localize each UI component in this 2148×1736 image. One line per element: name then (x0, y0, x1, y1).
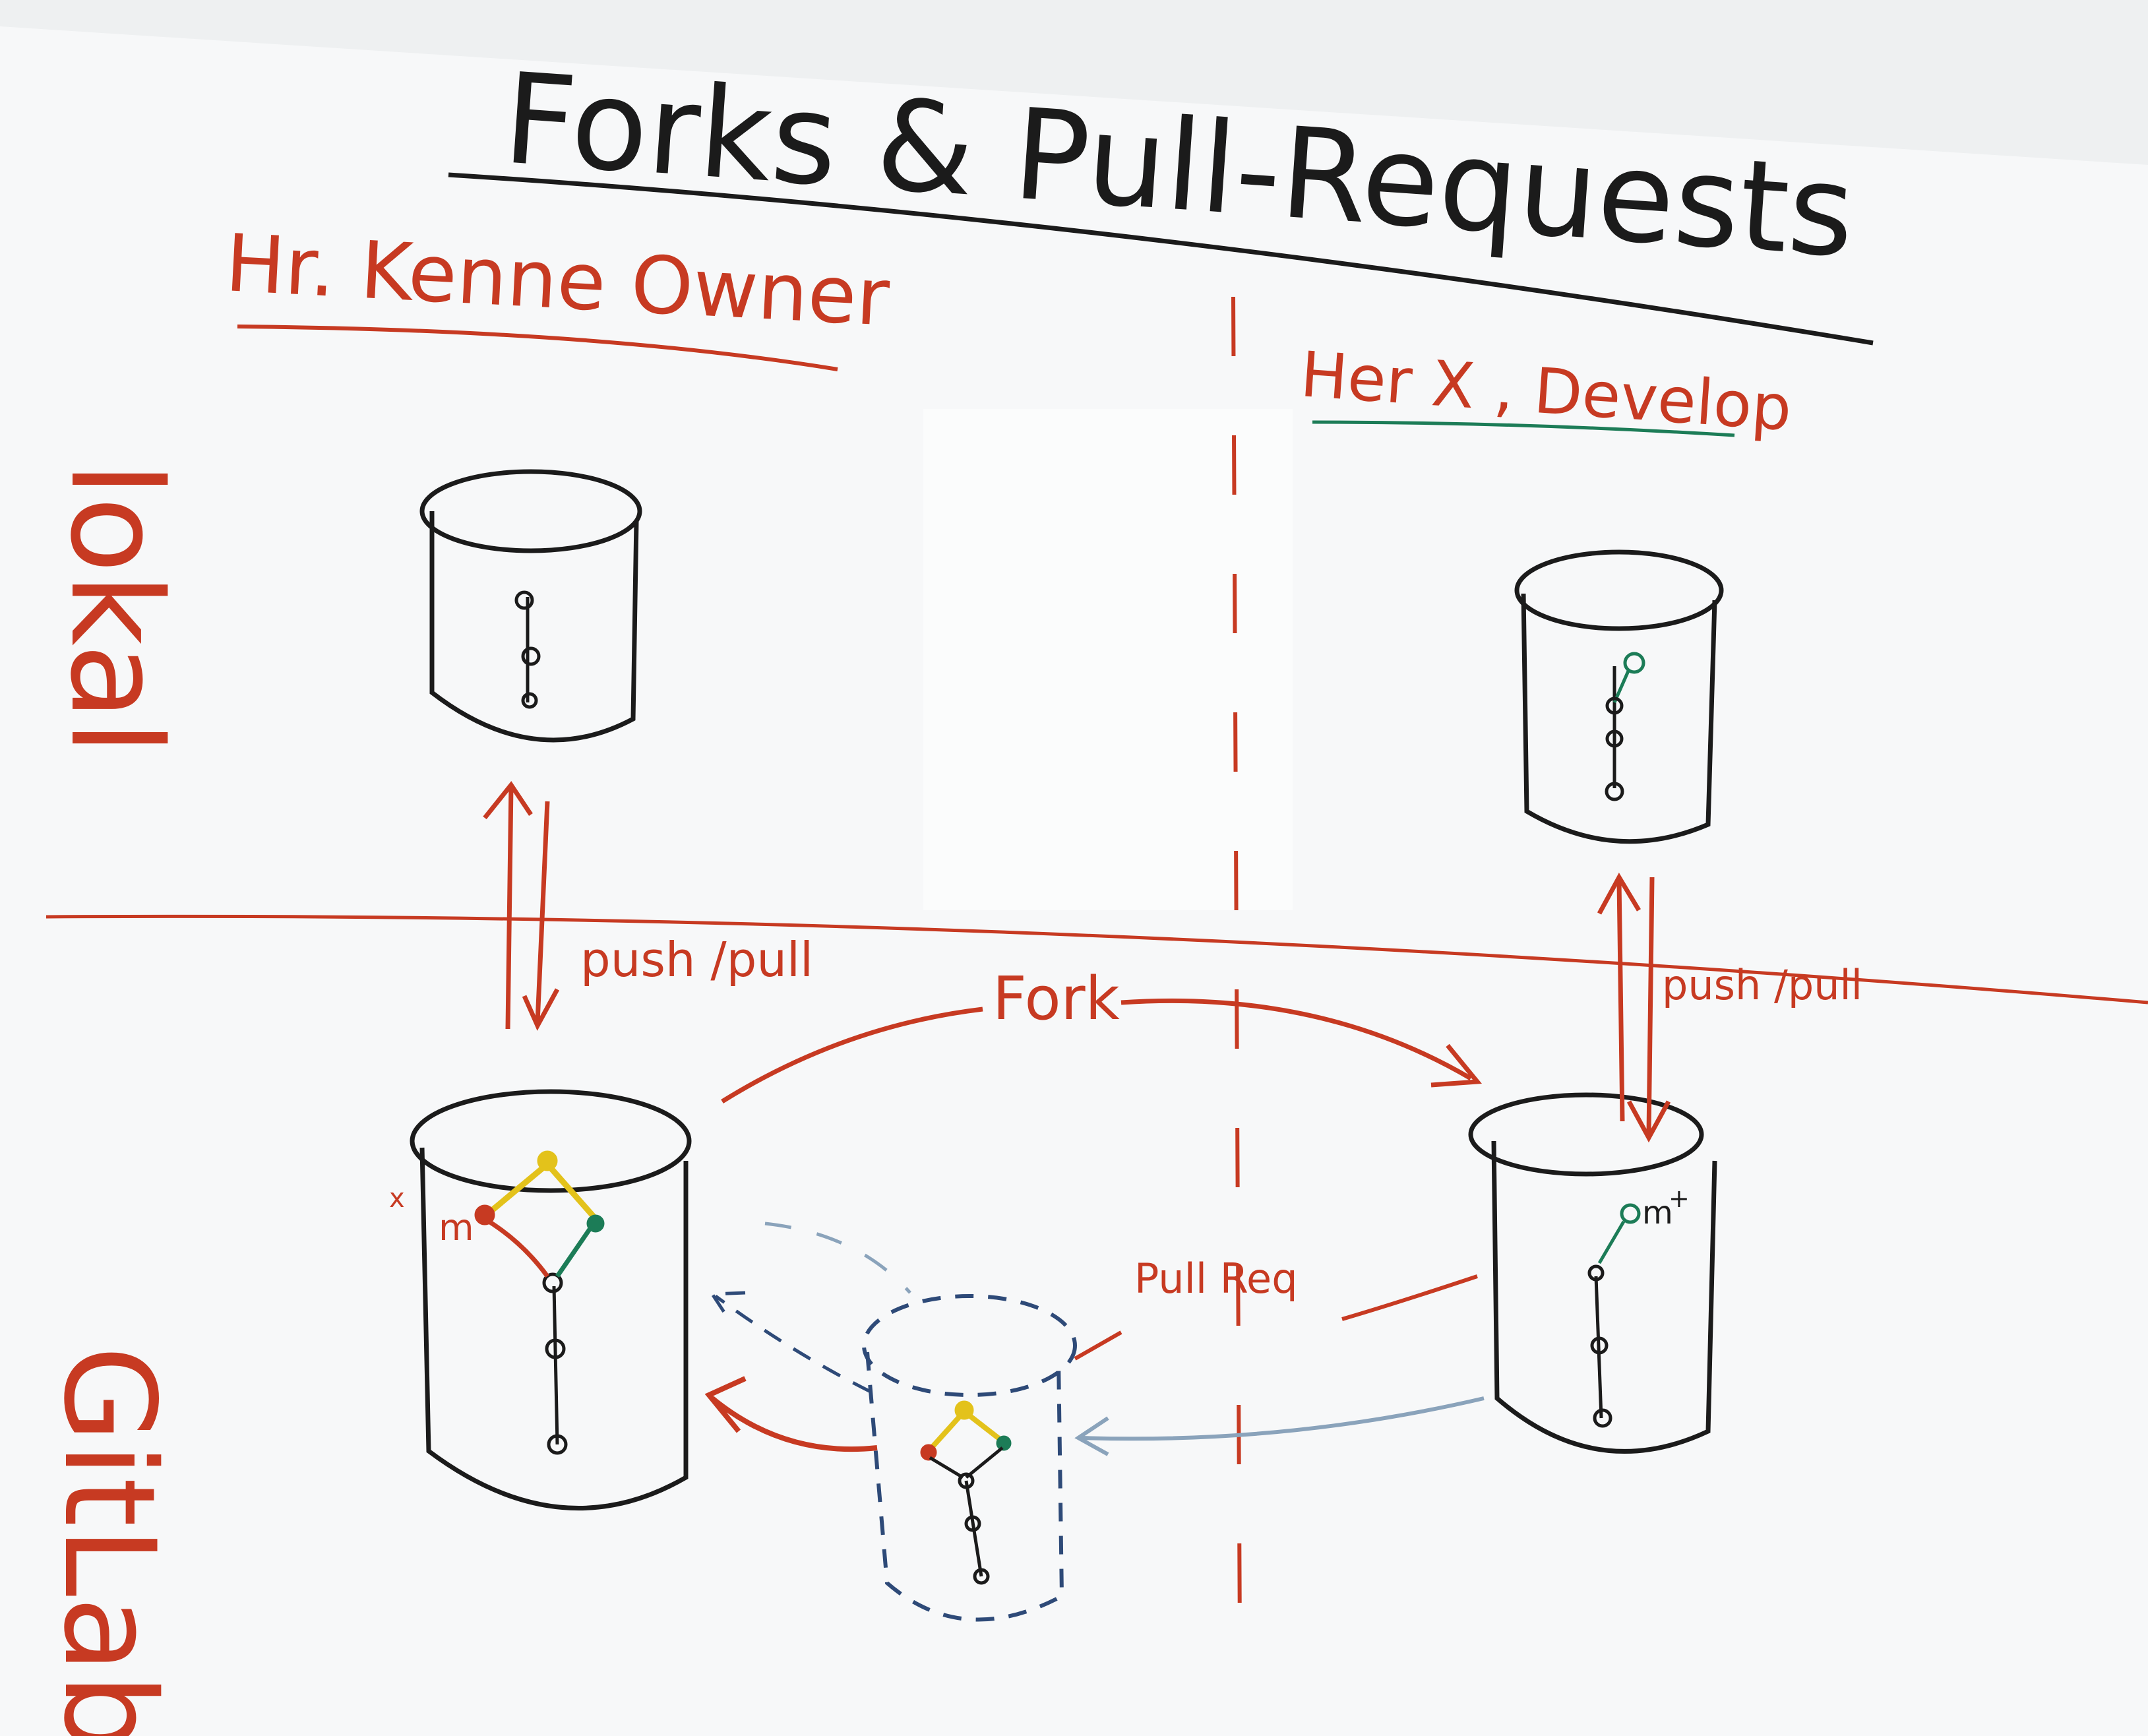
pull-request-commit (973, 1568, 990, 1585)
developer-pull-arrow (1626, 877, 1671, 1143)
pull-request-to-owner-arrow (704, 1376, 878, 1452)
pull-request-label: Pull Req (1134, 1255, 1298, 1303)
owner-sync-arrows (483, 781, 560, 1031)
owner-underline (237, 325, 838, 371)
owner-push-arrow (483, 781, 533, 1030)
developer-gitlab-repo (1468, 1092, 1717, 1454)
developer-gitlab-repo-top (1468, 1092, 1704, 1177)
developer-local-repo-sides (1521, 593, 1717, 844)
owner-gitlab-commit (547, 1434, 568, 1455)
developer-to-pull-request-arrow (1074, 1396, 1485, 1456)
owner-pull-arrow (522, 801, 560, 1031)
pull-request-green-commit (996, 1435, 1012, 1451)
owner-local-commit (521, 646, 541, 666)
horizontal-divider (46, 914, 2148, 1005)
developer-push-arrow (1597, 872, 1642, 1122)
owner-local-repo-sides (429, 511, 639, 743)
side-label-lokal: lokal (43, 462, 189, 755)
developer-local-repo (1514, 549, 1724, 844)
developer-gitlab-commit (1593, 1408, 1612, 1428)
owner-sync-label: push /pull (580, 932, 813, 987)
developer-gitlab-branch-suffix: + (1669, 1184, 1690, 1213)
owner-gitlab-commit-line (552, 1286, 559, 1445)
developer-local-commit-branch (1612, 668, 1631, 704)
owner-gitlab-green-branch (555, 1222, 596, 1278)
owner-gitlab-commit (545, 1338, 566, 1359)
pull-request-branch-join (929, 1446, 1004, 1479)
developer-gitlab-commit-branch (1597, 1220, 1626, 1264)
developer-sync-arrows (1597, 872, 1671, 1143)
pull-request-repo-sides (865, 1351, 1064, 1622)
pull-request-commit (958, 1472, 975, 1489)
owner-gitlab-green-commit (586, 1214, 605, 1233)
developer-gitlab-commit (1587, 1264, 1605, 1282)
owner-gitlab-repo-top (410, 1089, 692, 1193)
owner-gitlab-repo (410, 1089, 692, 1510)
developer-gitlab-repo-sides (1491, 1140, 1717, 1454)
developer-underline (1312, 420, 1735, 437)
board-glare (923, 409, 1293, 910)
developer-gitlab-commit-line (1594, 1276, 1603, 1419)
title-underline (448, 172, 1874, 346)
vertical-divider (1231, 296, 1242, 1643)
owner-gitlab-merge-commit (537, 1150, 558, 1171)
pull-request-red-commit (920, 1444, 937, 1461)
pull-request-commit (964, 1515, 981, 1532)
pull-request-arrows (704, 1222, 1485, 1456)
fork-arrow-head (1430, 1043, 1482, 1088)
owner-local-commit (521, 692, 538, 709)
developer-local-repo-top (1514, 549, 1724, 631)
fork-label: Fork (993, 964, 1120, 1034)
owner-to-pull-request-dashed-line (764, 1222, 911, 1294)
developer-sync-label: push /pull (1662, 961, 1862, 1009)
developer-local-commit (1605, 697, 1624, 715)
owner-gitlab-red-commit (474, 1204, 495, 1225)
pull-request-to-owner-dashed-arrow (709, 1291, 872, 1394)
side-label-gitlab: GitLab (36, 1346, 182, 1736)
owner-local-repo (419, 469, 642, 743)
owner-gitlab-branch-mark: m (439, 1206, 474, 1249)
pull-request-label-line (1074, 1330, 1122, 1361)
board-frame-top (0, 0, 2148, 165)
owner-local-repo-top (419, 469, 642, 553)
fork-arrow-right-curve (1120, 998, 1472, 1081)
fork-arrow-left-curve (721, 1007, 983, 1103)
owner-gitlab-commit (542, 1272, 563, 1293)
owner-gitlab-repo-sides (419, 1147, 689, 1510)
developer-gitlab-commit (1590, 1336, 1609, 1355)
owner-local-commit (514, 590, 534, 610)
developer-local-commit (1605, 782, 1624, 801)
developer-gitlab-branch-mark: m (1642, 1194, 1673, 1231)
pull-request-repo-top (862, 1294, 1077, 1397)
developer-to-pull-request-line (1341, 1274, 1478, 1321)
developer-local-commit-head (1623, 652, 1645, 674)
developer-local-commit (1605, 729, 1624, 748)
developer-gitlab-commit-head (1620, 1203, 1641, 1224)
pull-request-commits (920, 1400, 1012, 1585)
pull-request-merge-commit (954, 1400, 974, 1420)
owner-gitlab-branch-suffix: x (389, 1183, 405, 1214)
fork-arrow (721, 998, 1482, 1103)
pull-request-repo (862, 1294, 1077, 1622)
